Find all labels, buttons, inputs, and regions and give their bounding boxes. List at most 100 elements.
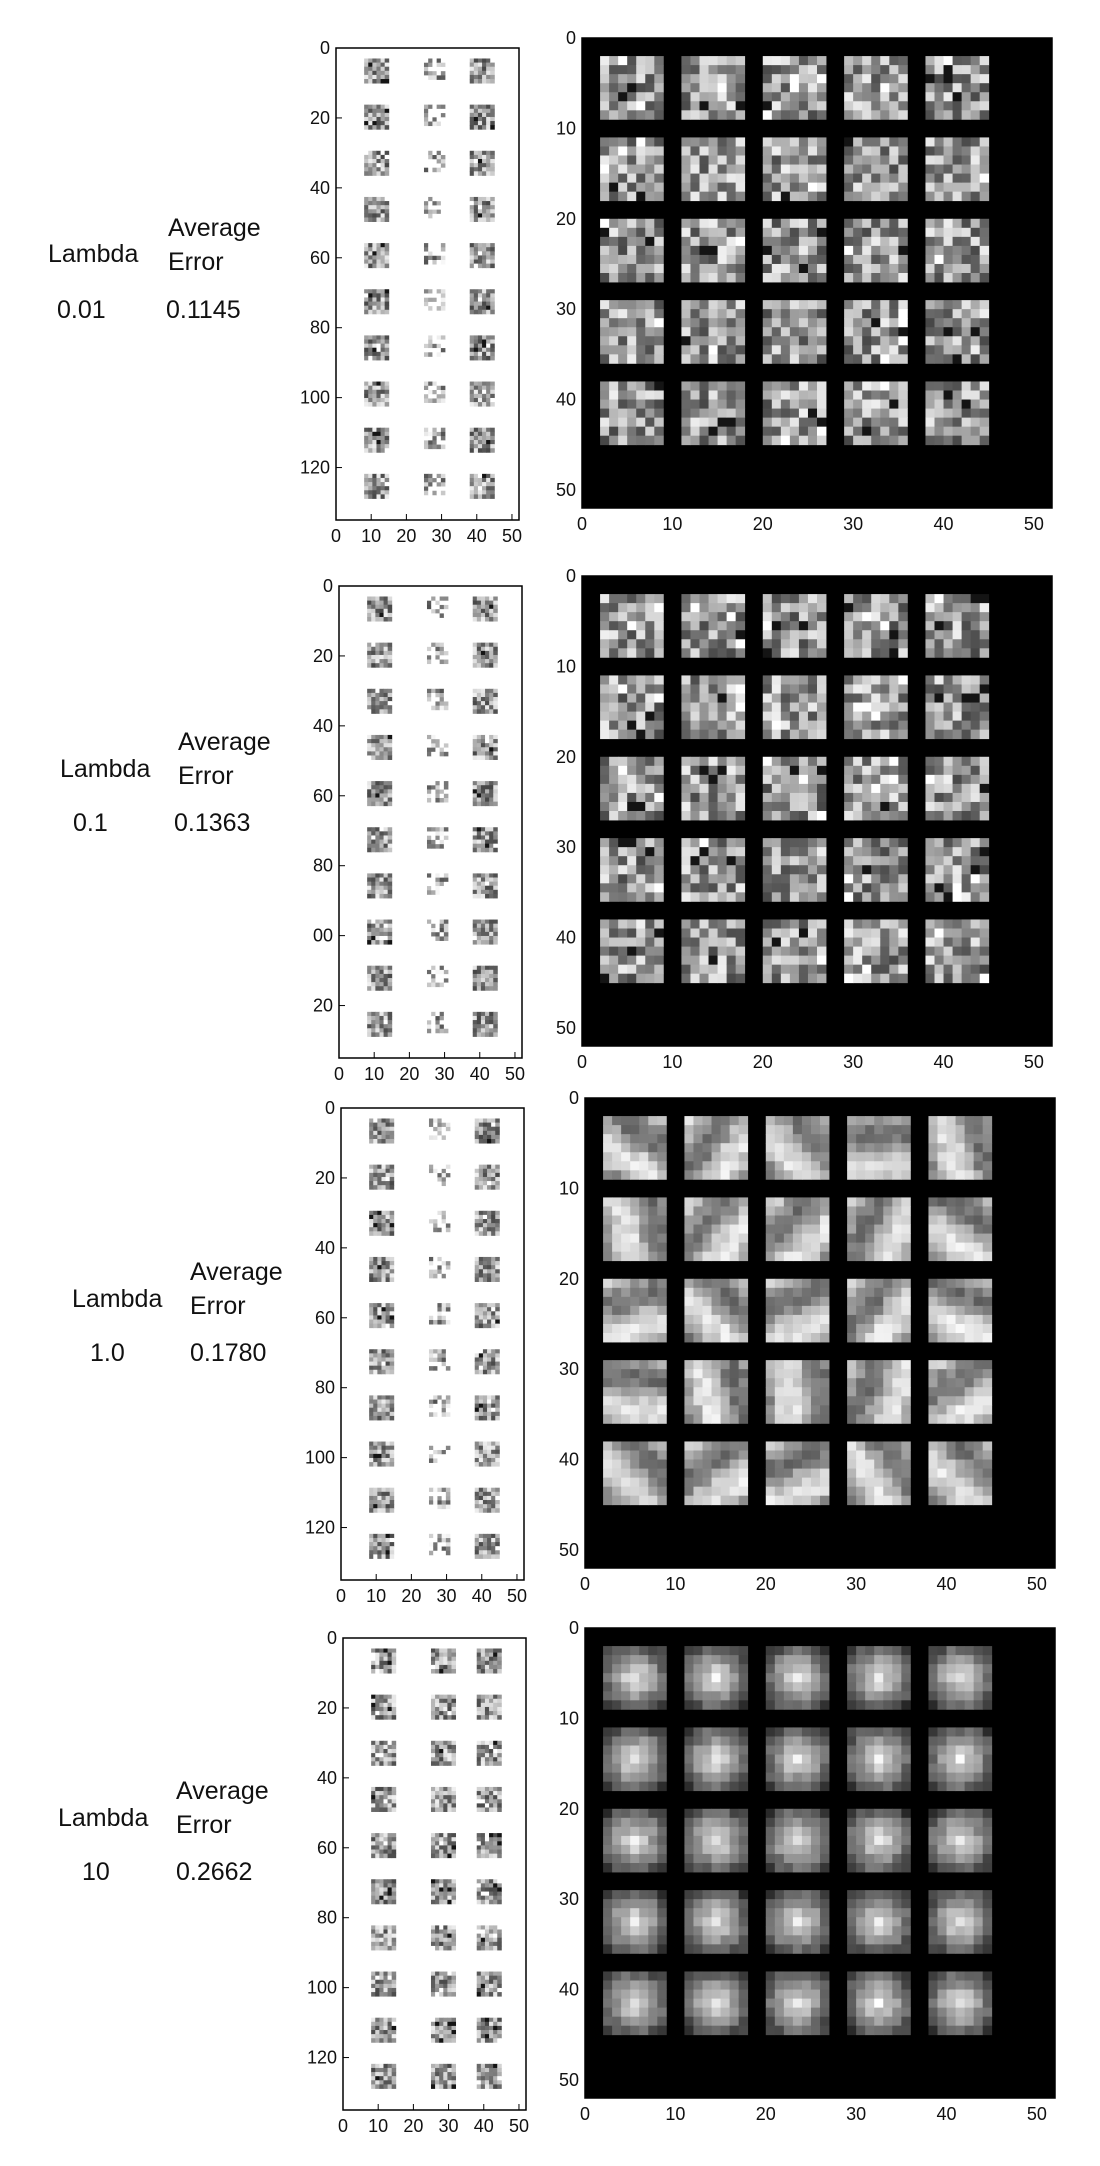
pixel — [368, 125, 373, 130]
pixel — [889, 345, 899, 355]
pixel — [426, 831, 432, 836]
pixel — [880, 110, 890, 120]
pixel — [798, 218, 809, 229]
pixel — [443, 596, 449, 602]
pixel — [493, 881, 498, 887]
pixel — [426, 978, 432, 983]
pixel — [699, 612, 709, 622]
pixel — [979, 639, 990, 649]
pixel — [469, 205, 475, 210]
pixel — [609, 245, 619, 256]
pixel — [762, 774, 773, 785]
pixel — [961, 792, 972, 803]
pixel — [889, 919, 899, 929]
pixel — [807, 964, 818, 975]
pixel — [771, 309, 782, 319]
pixel — [385, 1273, 391, 1278]
pixel — [844, 327, 854, 337]
pixel — [952, 946, 963, 957]
feature-tile — [844, 56, 908, 120]
pixel — [690, 381, 700, 391]
pixel — [367, 612, 372, 618]
pixel — [654, 865, 664, 875]
pixel — [443, 797, 449, 803]
pixel — [384, 150, 390, 156]
pixel — [600, 227, 610, 238]
pixel — [436, 297, 442, 303]
pixel — [780, 937, 791, 947]
pixel — [431, 688, 436, 694]
pixel — [934, 56, 944, 66]
pixel — [871, 847, 881, 857]
pixel — [473, 297, 479, 302]
pixel — [490, 297, 495, 302]
pixel — [482, 431, 487, 437]
pixel — [889, 964, 899, 975]
pixel — [367, 617, 372, 622]
pixel — [490, 397, 495, 403]
pixel — [853, 273, 863, 283]
pixel — [431, 974, 436, 979]
pixel — [871, 354, 881, 364]
pixel — [493, 608, 498, 614]
pixel — [853, 92, 863, 102]
pixel — [853, 928, 863, 938]
pixel — [476, 923, 482, 929]
pixel — [789, 594, 800, 604]
pixel — [979, 874, 990, 884]
pixel — [970, 612, 981, 622]
pixel — [485, 893, 490, 899]
pixel — [477, 121, 483, 126]
pixel — [862, 783, 872, 794]
pixel — [726, 955, 737, 966]
pixel — [681, 65, 691, 75]
pixel — [368, 150, 373, 156]
pixel — [485, 697, 490, 702]
pixel — [493, 688, 498, 694]
pixel — [383, 734, 389, 740]
pixel — [627, 155, 637, 165]
pixel — [441, 1227, 447, 1233]
pixel — [654, 417, 664, 428]
pixel — [426, 747, 432, 753]
pixel — [473, 205, 479, 210]
pixel — [636, 630, 646, 640]
pixel — [437, 1164, 442, 1170]
pixel — [600, 892, 610, 902]
pixel — [482, 163, 487, 168]
pixel — [699, 675, 709, 685]
pixel — [961, 182, 972, 193]
pixel — [380, 104, 386, 110]
pixel — [368, 473, 373, 479]
pixel — [771, 426, 782, 437]
y-tick-label: 50 — [556, 1018, 576, 1038]
pixel — [690, 417, 700, 428]
pixel — [381, 1210, 386, 1216]
pixel — [372, 486, 377, 491]
pixel — [699, 390, 709, 400]
pixel — [844, 856, 854, 866]
pixel — [871, 684, 881, 694]
pixel — [380, 490, 386, 495]
pixel — [889, 318, 899, 328]
pixel — [970, 417, 981, 428]
pixel — [780, 354, 791, 364]
pixel — [478, 1210, 484, 1216]
pixel — [376, 289, 381, 294]
pixel — [387, 650, 393, 656]
pixel — [880, 137, 890, 147]
pixel — [486, 154, 491, 160]
pixel — [489, 600, 494, 606]
pixel — [437, 1135, 442, 1140]
pixel — [379, 927, 384, 933]
pixel — [609, 883, 619, 893]
pixel — [636, 639, 646, 649]
pixel — [817, 811, 827, 821]
pixel — [472, 785, 478, 790]
pixel — [371, 747, 376, 752]
pixel — [771, 173, 782, 184]
pixel — [708, 426, 718, 437]
pixel — [952, 774, 963, 785]
pixel — [364, 163, 369, 168]
pixel — [961, 811, 972, 821]
